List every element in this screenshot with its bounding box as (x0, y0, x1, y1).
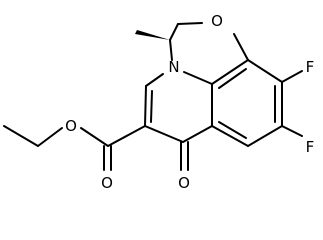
bond-c4-c4a (182, 125, 213, 143)
bond-c6-fluorine (281, 125, 303, 137)
bond-c8a-c8 (211, 59, 249, 85)
bond-c2-c3 (144, 85, 147, 127)
bond-c8a-c8-inner (218, 68, 247, 89)
bond-c8-c7 (247, 59, 283, 83)
bond-c2-c3-inner (150, 90, 153, 123)
bond-ring-oxygen-aromatic (233, 33, 249, 61)
atom-ring-oxygen: O (211, 12, 223, 30)
bond-c7-fluorine (281, 70, 303, 83)
bond-ch2-ring-oxygen (177, 22, 203, 25)
bond-c3-ester-carbon (107, 125, 146, 147)
bond-nitrogen-c8a (183, 71, 213, 85)
chemical-structure-diagram: O N F F O O O (3, 12, 315, 192)
bond-c5-c4a-inner (218, 121, 247, 139)
bond-c3-c4 (144, 125, 184, 143)
bond-nitrogen-c2 (145, 73, 164, 87)
bond-stereocenter-ch2 (169, 23, 179, 41)
wedge-bond-methyl (135, 30, 170, 40)
atom-fluorine-lower: F (306, 138, 315, 156)
bond-c6-c5 (247, 125, 283, 147)
bond-ethyl-ch2-ch3 (3, 125, 39, 147)
bond-stereocenter-nitrogen (169, 39, 173, 61)
bond-ester-carbon-oxygen (80, 127, 109, 147)
bond-ester-oxygen-ch2 (37, 127, 63, 147)
atom-ketone-oxygen: O (178, 174, 190, 192)
bond-c5-c4a (211, 125, 249, 147)
atom-fluorine-upper: F (306, 58, 315, 76)
atom-ring-nitrogen: N (168, 58, 179, 76)
atom-ester-carbonyl-oxygen: O (101, 174, 113, 192)
atom-ester-oxygen: O (65, 117, 77, 135)
